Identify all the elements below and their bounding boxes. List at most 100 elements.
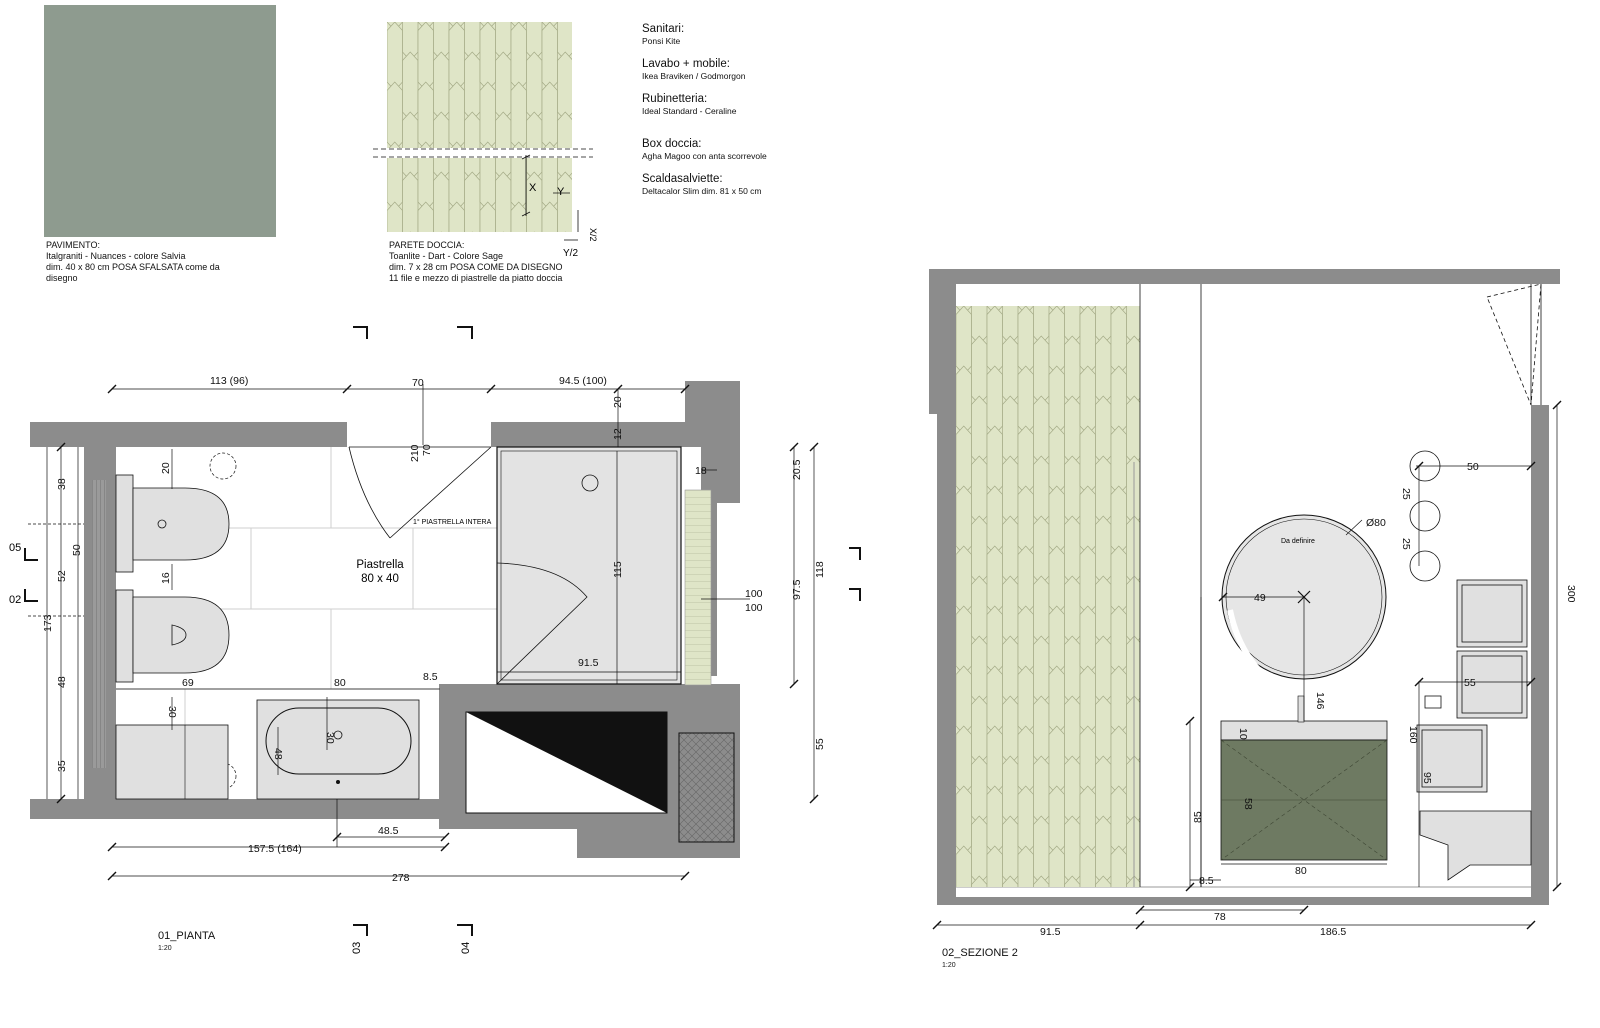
wall-tile (448, 81, 465, 152)
wall-tile (1095, 875, 1112, 887)
wall-tile (1064, 635, 1081, 706)
wc-toilet (115, 589, 230, 683)
wall-tile (495, 111, 512, 182)
section-window (1486, 283, 1542, 406)
wall-tile (1095, 515, 1112, 586)
plan-dimension-labels: 113 (96) 70 94.5 (100) 20 12 18 20.5 118… (42, 375, 826, 884)
wall-tile (1142, 786, 1158, 855)
sec-dim-95: 95 (1421, 772, 1433, 784)
tile-dim-x-half: X/2 (588, 228, 598, 242)
wall-tile (1017, 605, 1034, 676)
wall-tile (1018, 906, 1034, 975)
dim-top-left: 113 (96) (210, 375, 248, 387)
wall-tile (956, 725, 972, 796)
floor-drain-top (209, 452, 237, 480)
wall-tile (971, 395, 988, 466)
sec-dim-10: 10 (1237, 728, 1249, 740)
wall-tile (1079, 365, 1096, 436)
wall-tile (526, 111, 543, 182)
wall-light-bottom (1409, 550, 1441, 582)
wall-tile (1079, 845, 1096, 887)
shower-wall-caption: PARETE DOCCIA: Toanlite - Dart - Colore … (389, 240, 649, 284)
wall-tile (971, 875, 988, 887)
wall-tile (1110, 785, 1127, 856)
wall-tile (1033, 635, 1050, 706)
wall-tile (573, 0, 589, 31)
wall-tile (971, 306, 988, 346)
dim-16: 16 (160, 572, 172, 584)
wall-tile (1142, 606, 1158, 675)
wall-tile (440, 231, 442, 232)
wall-tile (1079, 545, 1096, 616)
wall-tile (495, 171, 512, 232)
wall-tile (1095, 575, 1112, 646)
wall-tile (1110, 485, 1127, 556)
entrance-door (348, 446, 492, 539)
wall-tile (986, 306, 1003, 376)
wall-tile (1048, 485, 1065, 556)
sec-dim-55: 55 (1464, 677, 1476, 689)
sec-dim-78: 78 (1214, 911, 1226, 923)
wall-tile (1065, 936, 1081, 1005)
wall-tile (479, 22, 496, 92)
wall-tile (1002, 306, 1019, 346)
spec-title: Box doccia: (642, 138, 702, 150)
spec-value: Ideal Standard - Ceraline (642, 106, 737, 116)
sink-cabinet-plan (256, 699, 420, 800)
wall-tile (1002, 755, 1019, 826)
wall-tile (1079, 665, 1096, 736)
wall-tile (1095, 635, 1112, 706)
dim-20-5: 20.5 (791, 459, 803, 480)
wall-tile (448, 22, 465, 92)
wall-tile (402, 171, 419, 232)
spec-title: Lavabo + mobile: (642, 58, 730, 70)
wall-tile (1048, 365, 1065, 436)
wall-tile (526, 51, 543, 122)
dim-38: 38 (56, 478, 68, 490)
wall-tile (510, 81, 527, 152)
wall-tile (1095, 695, 1112, 766)
plan-dimension-ticks (56, 384, 819, 881)
wall-tile (1111, 906, 1127, 975)
wall-tile (1080, 906, 1096, 975)
tile-label: Piastrella (356, 559, 404, 571)
wall-tile (986, 665, 1003, 736)
sec-dim-160: 160 (1407, 726, 1419, 744)
section-ceiling (929, 269, 1560, 284)
wall-tile (971, 755, 988, 826)
section-view (929, 269, 1562, 1005)
wall-tile (573, 82, 589, 151)
wall-tile (1017, 306, 1034, 376)
wall-tile (1079, 485, 1096, 556)
mirror-label: Da definire (1281, 538, 1315, 545)
wall-tile (402, 22, 419, 62)
dim-80: 80 (334, 677, 346, 689)
dim-173: 173 (42, 614, 54, 632)
spec-value: Deltacalor Slim dim. 81 x 50 cm (642, 186, 762, 196)
wall-tile (1064, 395, 1081, 466)
section-markers (24, 326, 861, 936)
wall-tile (987, 906, 1003, 975)
section-shower-tiles (956, 306, 1158, 1005)
wall-tile (1033, 395, 1050, 466)
dim-50: 50 (71, 544, 83, 556)
wall-tile (1110, 845, 1127, 887)
shower-wall-line1: Toanlite - Dart - Colore Sage (389, 251, 504, 261)
wall-tile (986, 725, 1003, 796)
sec-dim-91-5: 91.5 (1040, 926, 1061, 938)
radiator-strip (92, 480, 106, 768)
plan-wall-top-right (491, 422, 701, 447)
wall-tile (433, 51, 450, 122)
wall-tile (972, 936, 988, 1005)
dim-48-b: 48 (272, 748, 284, 760)
wall-tile (433, 22, 450, 62)
wall-tile (418, 262, 434, 331)
wall-tile (1002, 695, 1019, 766)
section-wall-right (1531, 405, 1549, 905)
wall-tile (1002, 395, 1019, 466)
wall-tile (533, 231, 535, 232)
wall-tile (1034, 936, 1050, 1005)
wall-tile (1110, 425, 1127, 496)
wall-tile (1033, 755, 1050, 826)
wall-tile (433, 111, 450, 182)
